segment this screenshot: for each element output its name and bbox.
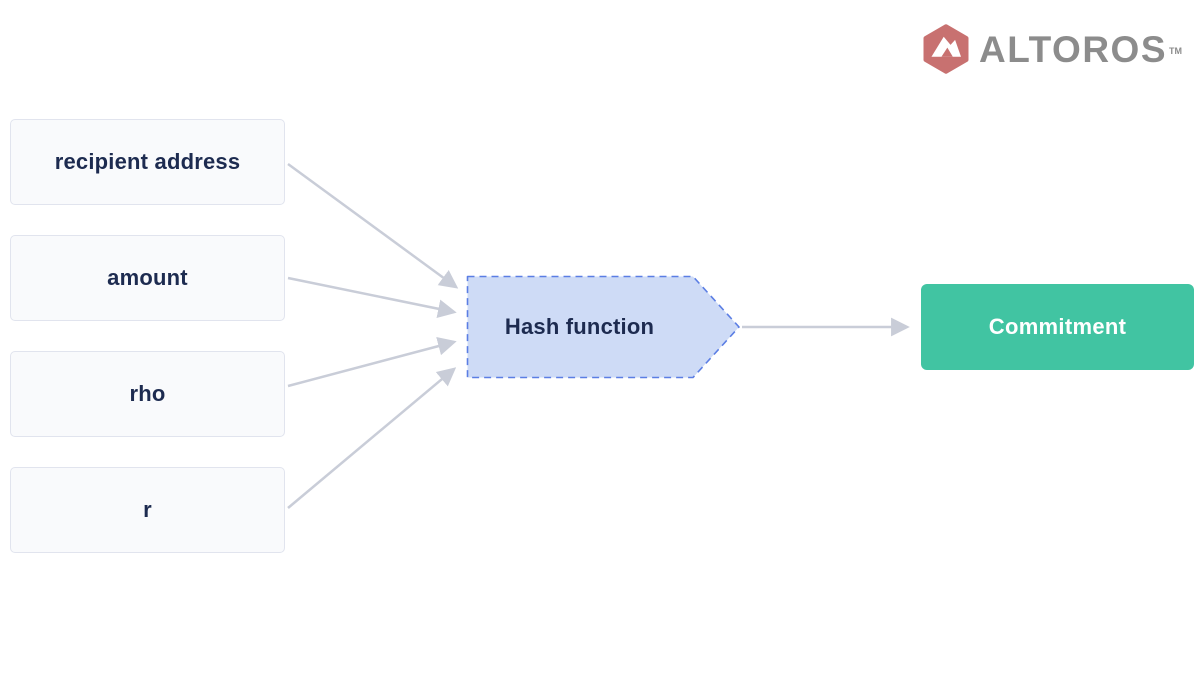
hash-function-label: Hash function <box>504 314 655 339</box>
input-label-amount: amount <box>107 265 188 290</box>
input-box-rho: rho <box>10 351 285 437</box>
commitment-box: Commitment <box>921 284 1194 370</box>
altoros-brand-text: ALTOROS <box>979 28 1167 70</box>
altoros-logo: ALTOROS TM <box>923 24 1182 74</box>
arrow-recipient-address-to-hash <box>287 162 459 289</box>
input-box-amount: amount <box>10 235 285 321</box>
altoros-hexagon-mountain-icon <box>923 24 969 74</box>
hash-function-label-wrap: Hash function <box>466 275 693 379</box>
input-box-r: r <box>10 467 285 553</box>
commitment-label: Commitment <box>988 314 1127 339</box>
input-label-recipient-address: recipient address <box>54 149 241 174</box>
altoros-trademark: TM <box>1169 46 1182 56</box>
arrow-rho-to-hash <box>287 337 457 388</box>
input-label-r: r <box>143 497 152 522</box>
arrow-amount-to-hash <box>287 276 457 318</box>
input-box-recipient-address: recipient address <box>10 119 285 205</box>
input-label-rho: rho <box>129 381 166 406</box>
arrow-r-to-hash <box>287 367 457 509</box>
hash-function-shape <box>466 275 740 379</box>
